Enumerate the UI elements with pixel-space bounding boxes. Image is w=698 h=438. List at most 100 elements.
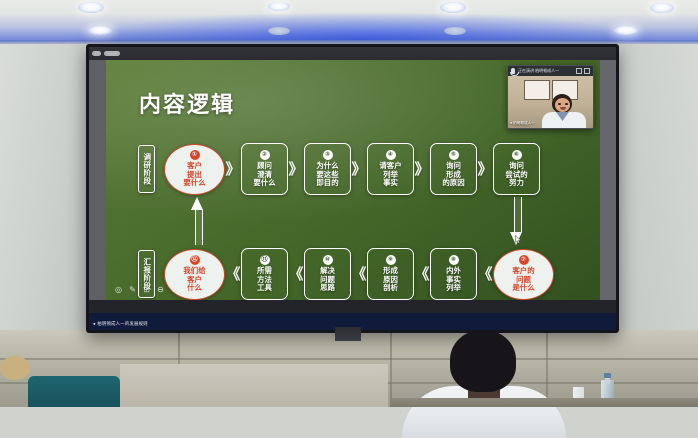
video-feed[interactable]: ● 柏明顿成人一 (508, 76, 593, 128)
flow-connector-icon: 《 (477, 265, 493, 283)
downlight (614, 26, 638, 35)
flow-connector-icon: 》 (351, 160, 367, 178)
downlight (444, 27, 466, 35)
microphone-icon[interactable] (509, 68, 519, 76)
ceiling (0, 0, 698, 44)
flow-connector-icon: 《 (225, 265, 241, 283)
downlight (268, 27, 290, 35)
flow-connector-icon: 》 (225, 160, 241, 178)
attendee-head (450, 330, 516, 392)
left-rail (89, 60, 106, 300)
step-number-badge: ⑦ (518, 255, 529, 266)
presentation-display: 内容逻辑 柏明顿管理咨询 专注阿米巴落地 调研阶段①客户提出要什么》②顾问澄清要… (86, 44, 619, 333)
presentation-status-bar: ● 柏明顿成人一的发展规则 (89, 313, 616, 330)
flow-node-label: 询问形成的原因 (442, 161, 465, 188)
step-number-badge: ⑪ (259, 255, 270, 266)
zoom-out-icon[interactable]: ⊖ (157, 285, 164, 294)
speaker-torso (542, 112, 586, 128)
flow-connector-icon: 《 (288, 265, 304, 283)
speaker-eye (565, 103, 568, 105)
screen-content: 内容逻辑 柏明顿管理咨询 专注阿米巴落地 调研阶段①客户提出要什么》②顾问澄清要… (89, 47, 616, 330)
flow-node-label: 询问尝试的努力 (505, 161, 528, 188)
more-options-icon[interactable]: ⊙ (171, 285, 178, 294)
table-edge (390, 398, 698, 407)
downlight (268, 2, 290, 11)
video-window-controls[interactable] (576, 68, 590, 74)
pen-icon[interactable]: ✎ (129, 285, 136, 294)
flow-node-label: 客户提出要什么 (183, 161, 206, 188)
flow-connector-icon: 》 (477, 160, 493, 178)
downlight (78, 2, 104, 13)
flow-node-label: 所需方法工具 (257, 266, 272, 293)
step-number-badge: ③ (322, 150, 333, 161)
wall-picture-frame (524, 80, 550, 100)
expand-icon[interactable] (584, 68, 590, 74)
step-number-badge: ① (189, 150, 200, 161)
step-number-badge: ⑩ (322, 255, 333, 266)
slide-tool-toolbar[interactable]: ◎ ✎ ⊞ ⊖ ⊙ (114, 285, 179, 294)
floor (120, 364, 388, 407)
video-call-overlay[interactable]: 正在演讲 柏明顿成人一 (507, 65, 594, 129)
arrow-up-left (191, 197, 203, 245)
page-title: 内容逻辑 (139, 92, 236, 117)
paper-cup (573, 387, 584, 405)
presentation-app-toolbar[interactable] (89, 47, 616, 60)
speaker-eye (558, 103, 561, 105)
downlight (88, 26, 112, 35)
slide-canvas[interactable]: 内容逻辑 柏明顿管理咨询 专注阿米巴落地 调研阶段①客户提出要什么》②顾问澄清要… (106, 60, 600, 300)
audience-chair (28, 376, 120, 407)
right-rail (600, 60, 616, 300)
step-number-badge: ⑨ (385, 255, 396, 266)
audience-person-partial (0, 356, 30, 380)
step-number-badge: ⑫ (189, 255, 200, 266)
video-overlay-title: 正在演讲 柏明顿成人一 (518, 68, 560, 73)
seated-attendee (402, 330, 566, 438)
display-stand (335, 327, 361, 341)
slide-grid-icon[interactable]: ⊞ (143, 285, 150, 294)
flow-node-label: 内外事实列举 (446, 266, 461, 293)
flow-connector-icon: 》 (288, 160, 304, 178)
stage-label-research: 调研阶段 (138, 145, 155, 193)
speaker-mouth (560, 107, 566, 110)
minimize-icon[interactable] (576, 68, 582, 74)
flow-node-label: 客户的问题是什么 (512, 266, 535, 293)
speaker-collar (556, 112, 569, 121)
mouse-cursor (515, 235, 522, 244)
downlight (650, 3, 674, 13)
step-number-badge: ② (259, 150, 270, 161)
video-overlay-titlebar[interactable]: 正在演讲 柏明顿成人一 (508, 66, 593, 76)
speaker-name-label: ● 柏明顿成人一 (510, 121, 535, 125)
status-text: ● 柏明顿成人一的发展规则 (93, 321, 148, 326)
step-number-badge: ⑥ (511, 150, 522, 161)
flow-node-label: 我们给客户什么 (183, 266, 206, 293)
cloud-icon[interactable] (92, 51, 101, 56)
flow-node-label: 为什么要这些即目的 (316, 161, 339, 188)
flow-connector-icon: 《 (414, 265, 430, 283)
flow-node-label: 形成原因剖析 (383, 266, 398, 293)
flow-node-label: 顾问澄清要什么 (253, 161, 276, 188)
downlight (440, 2, 466, 13)
step-number-badge: ④ (385, 150, 396, 161)
step-number-badge: ⑤ (448, 150, 459, 161)
stage-label-report: 汇报阶段 (138, 250, 155, 298)
flow-node-label: 请客户列举事实 (379, 161, 402, 188)
step-number-badge: ⑧ (448, 255, 459, 266)
flow-connector-icon: 》 (414, 160, 430, 178)
record-pill-icon[interactable] (104, 51, 120, 56)
speaker-face (555, 98, 570, 112)
laser-pointer-icon[interactable]: ◎ (115, 285, 122, 294)
